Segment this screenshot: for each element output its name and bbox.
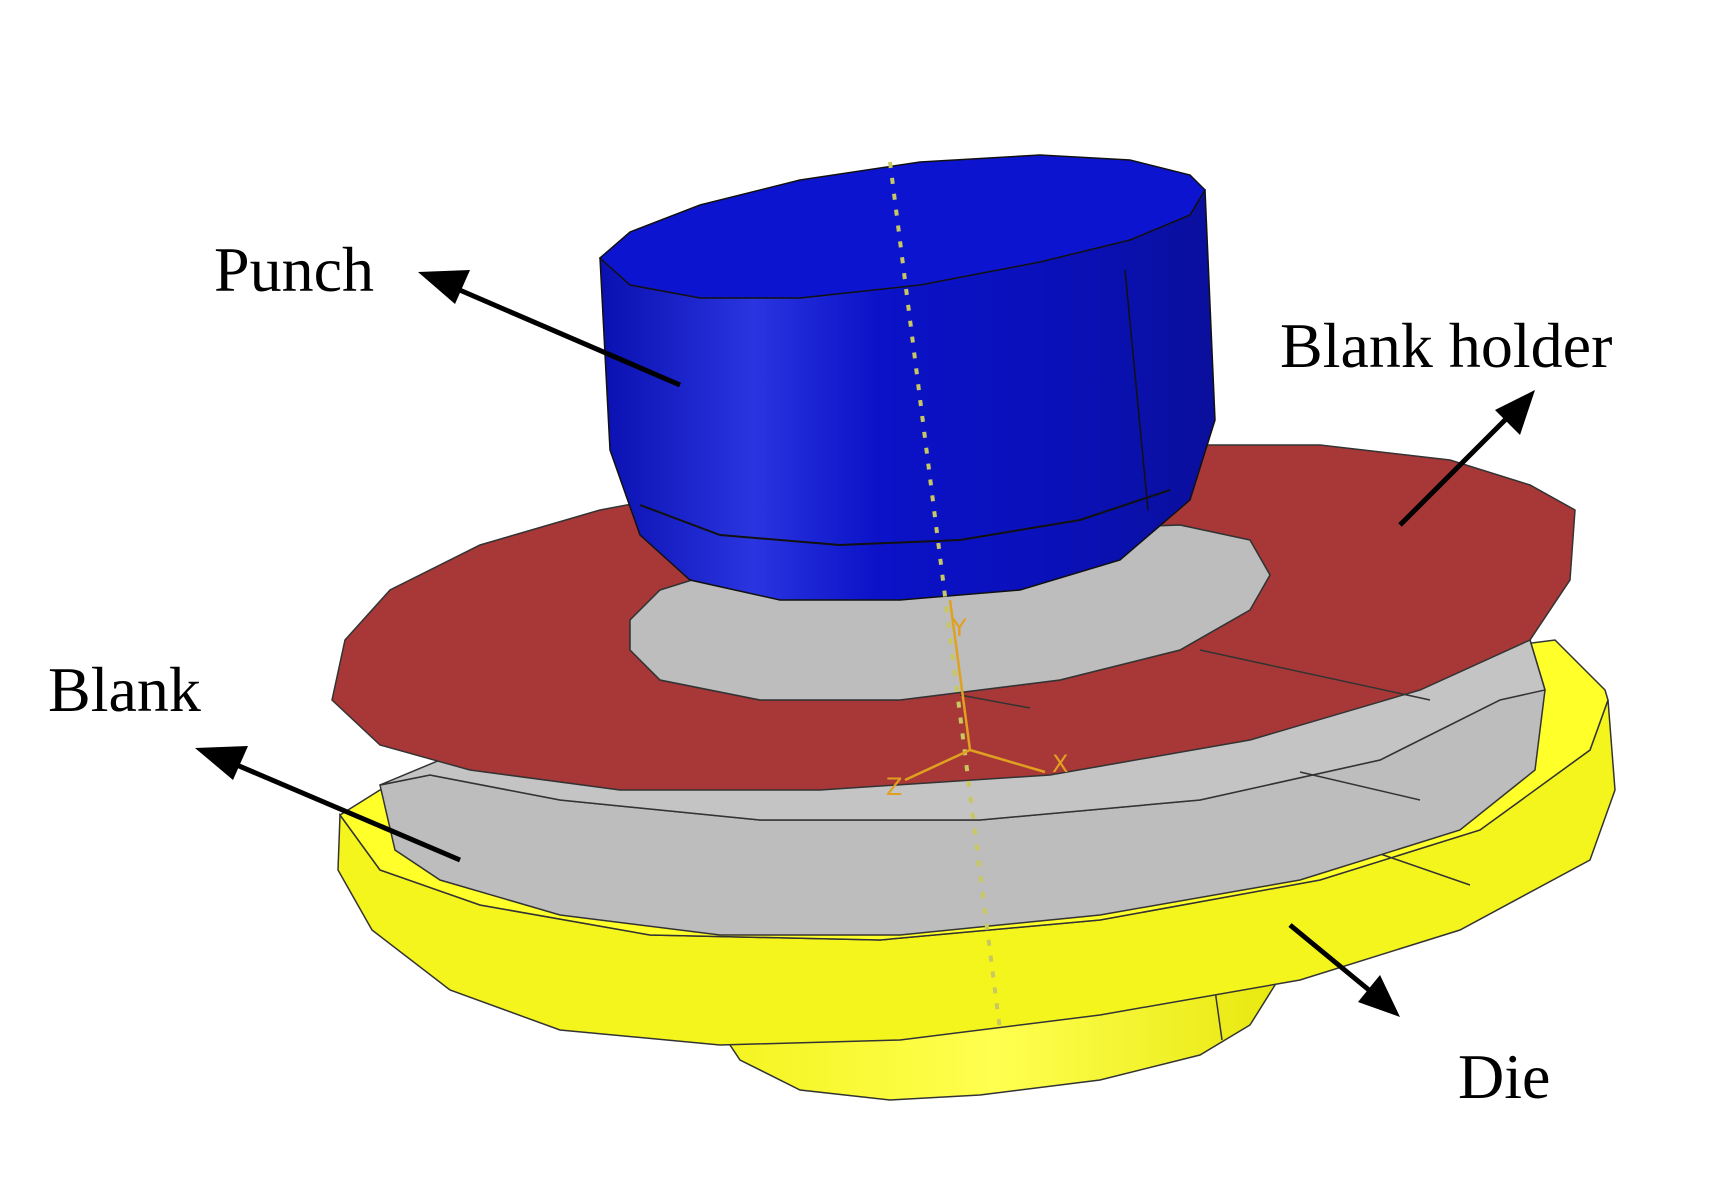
punch-label: Punch: [214, 234, 374, 305]
axis-label-z: Z: [886, 773, 902, 801]
blank-holder-label: Blank holder: [1280, 310, 1613, 381]
arrow-die: [1288, 923, 1400, 1017]
arrow-punch: [418, 270, 681, 388]
leader-arrows: [195, 270, 1535, 1017]
punch-top: [598, 154, 1206, 299]
arrow-blank: [195, 746, 461, 863]
coordinate-triad: [904, 599, 1046, 782]
axis-label-y: Y: [951, 614, 967, 642]
symmetry-axis: [888, 161, 1002, 1031]
punch: [598, 154, 1216, 601]
arrow-blank-holder: [1398, 390, 1535, 527]
blank-label: Blank: [48, 654, 201, 725]
die-label: Die: [1458, 1041, 1551, 1112]
axis-label-x: X: [1052, 750, 1068, 778]
